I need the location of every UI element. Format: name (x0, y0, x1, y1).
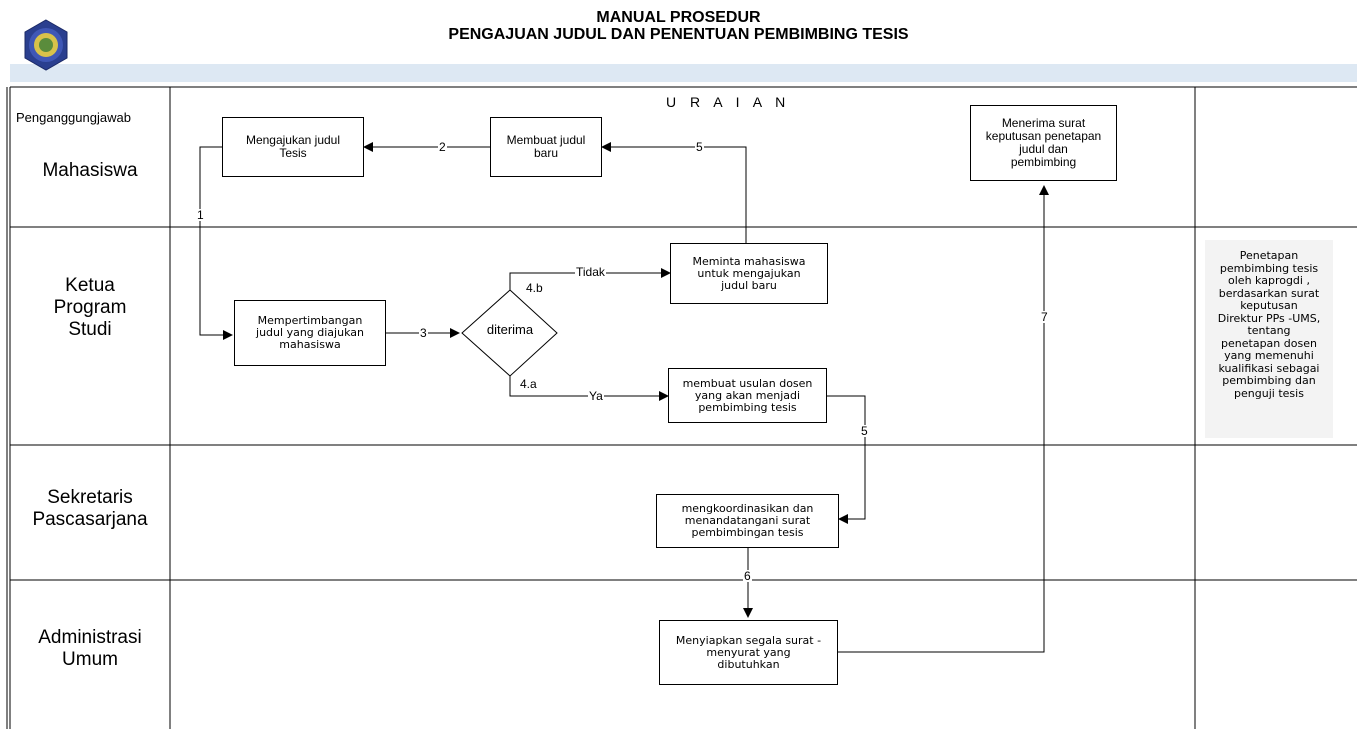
connector-label-4b: 4.b (525, 281, 544, 295)
connector-label-2: 2 (438, 140, 447, 154)
role-administrasi: Administrasi Umum (38, 627, 142, 670)
note-penetapan-pembimbing: Penetapan pembimbing tesis oleh kaprogdi… (1205, 240, 1333, 438)
connector-label-6: 6 (743, 569, 752, 583)
role-mahasiswa: Mahasiswa (42, 160, 138, 181)
box-mengajukan-judul: Mengajukan judul Tesis (222, 117, 364, 177)
page-subtitle: PENGAJUAN JUDUL DAN PENENTUAN PEMBIMBING… (448, 26, 909, 43)
connector-label-5-top: 5 (695, 140, 704, 154)
box-menyiapkan-surat: Menyiapkan segala surat - menyurat yang … (659, 620, 838, 685)
connector-label-tidak: Tidak (575, 265, 606, 279)
box-membuat-judul-baru: Membuat judul baru (490, 117, 602, 177)
box-menerima-surat: Menerima surat keputusan penetapan judul… (970, 105, 1117, 181)
responsible-label: Penganggungjawab (16, 110, 131, 125)
connector-label-3: 3 (419, 326, 428, 340)
box-mempertimbangan: Mempertimbangan judul yang diajukan maha… (234, 300, 386, 366)
box-usulan-dosen: membuat usulan dosen yang akan menjadi p… (668, 368, 827, 423)
page-title: MANUAL PROSEDUR (596, 9, 761, 26)
role-sekretaris: Sekretaris Pascasarjana (32, 487, 148, 530)
connector-label-4a: 4.a (519, 377, 538, 391)
box-koordinasi: mengkoordinasikan dan menandatangani sur… (656, 494, 839, 548)
decision-diterima: diterima (486, 322, 534, 337)
box-meminta-mahasiswa: Meminta mahasiswa untuk mengajukan judul… (670, 243, 828, 304)
role-kaprodi: Ketua Program Studi (53, 275, 127, 340)
connector-label-7: 7 (1040, 310, 1049, 324)
connector-label-ya: Ya (588, 389, 604, 403)
connector-label-1: 1 (196, 208, 205, 222)
uraian-column-header: U R A I A N (666, 94, 791, 110)
university-logo-icon (24, 19, 68, 71)
connector-label-5-right: 5 (860, 424, 869, 438)
header-band (10, 64, 1357, 82)
